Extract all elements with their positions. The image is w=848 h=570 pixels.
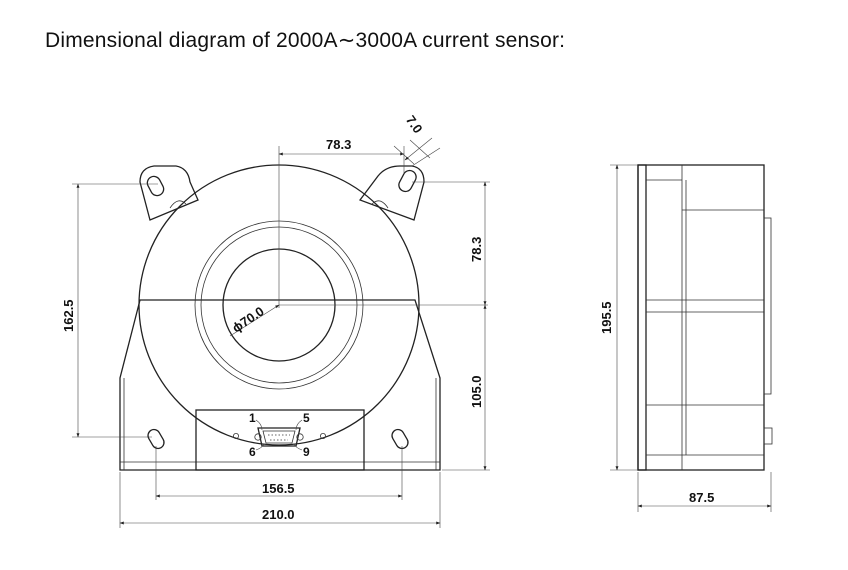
dim-base-width: 210.0 [262,507,295,522]
dim-slot-width: 7.0 [403,113,426,136]
left-bottom-slot [147,428,165,450]
front-dimension-lines [72,137,490,528]
left-mounting-ear [139,165,199,221]
dim-total-height: 162.5 [61,299,76,332]
side-back-flange [763,217,772,395]
pin-label-6: 6 [249,445,256,459]
pin-label-1: 1 [249,411,256,425]
pin-label-5: 5 [303,411,310,425]
dim-hole-spacing: 156.5 [262,481,295,496]
right-mounting-ear [358,165,425,221]
side-front-plate [637,164,647,471]
dim-side-depth: 87.5 [689,490,714,505]
diagram-title: Dimensional diagram of 2000A∼3000A curre… [45,29,566,52]
base-plate [119,299,441,471]
front-view [119,164,441,471]
dim-lower-right: 105.0 [469,375,484,408]
dim-side-height: 195.5 [599,301,614,334]
center-lines [278,146,488,308]
left-top-slot [146,175,165,197]
db9-connector [257,427,301,447]
connector-screw-left [232,432,239,439]
side-dimension-lines [610,164,772,512]
dim-aperture: ϕ70.0 [229,303,266,335]
right-top-slot [398,169,417,193]
side-connector-stub [763,427,773,445]
right-bottom-slot [391,428,409,450]
connector-screw-right [319,432,326,439]
side-view [637,164,773,471]
dim-top-offset: 78.3 [326,137,351,152]
pin-label-9: 9 [303,445,310,459]
dim-upper-right: 78.3 [469,237,484,262]
connector-housing [195,409,365,471]
side-body [637,164,765,471]
